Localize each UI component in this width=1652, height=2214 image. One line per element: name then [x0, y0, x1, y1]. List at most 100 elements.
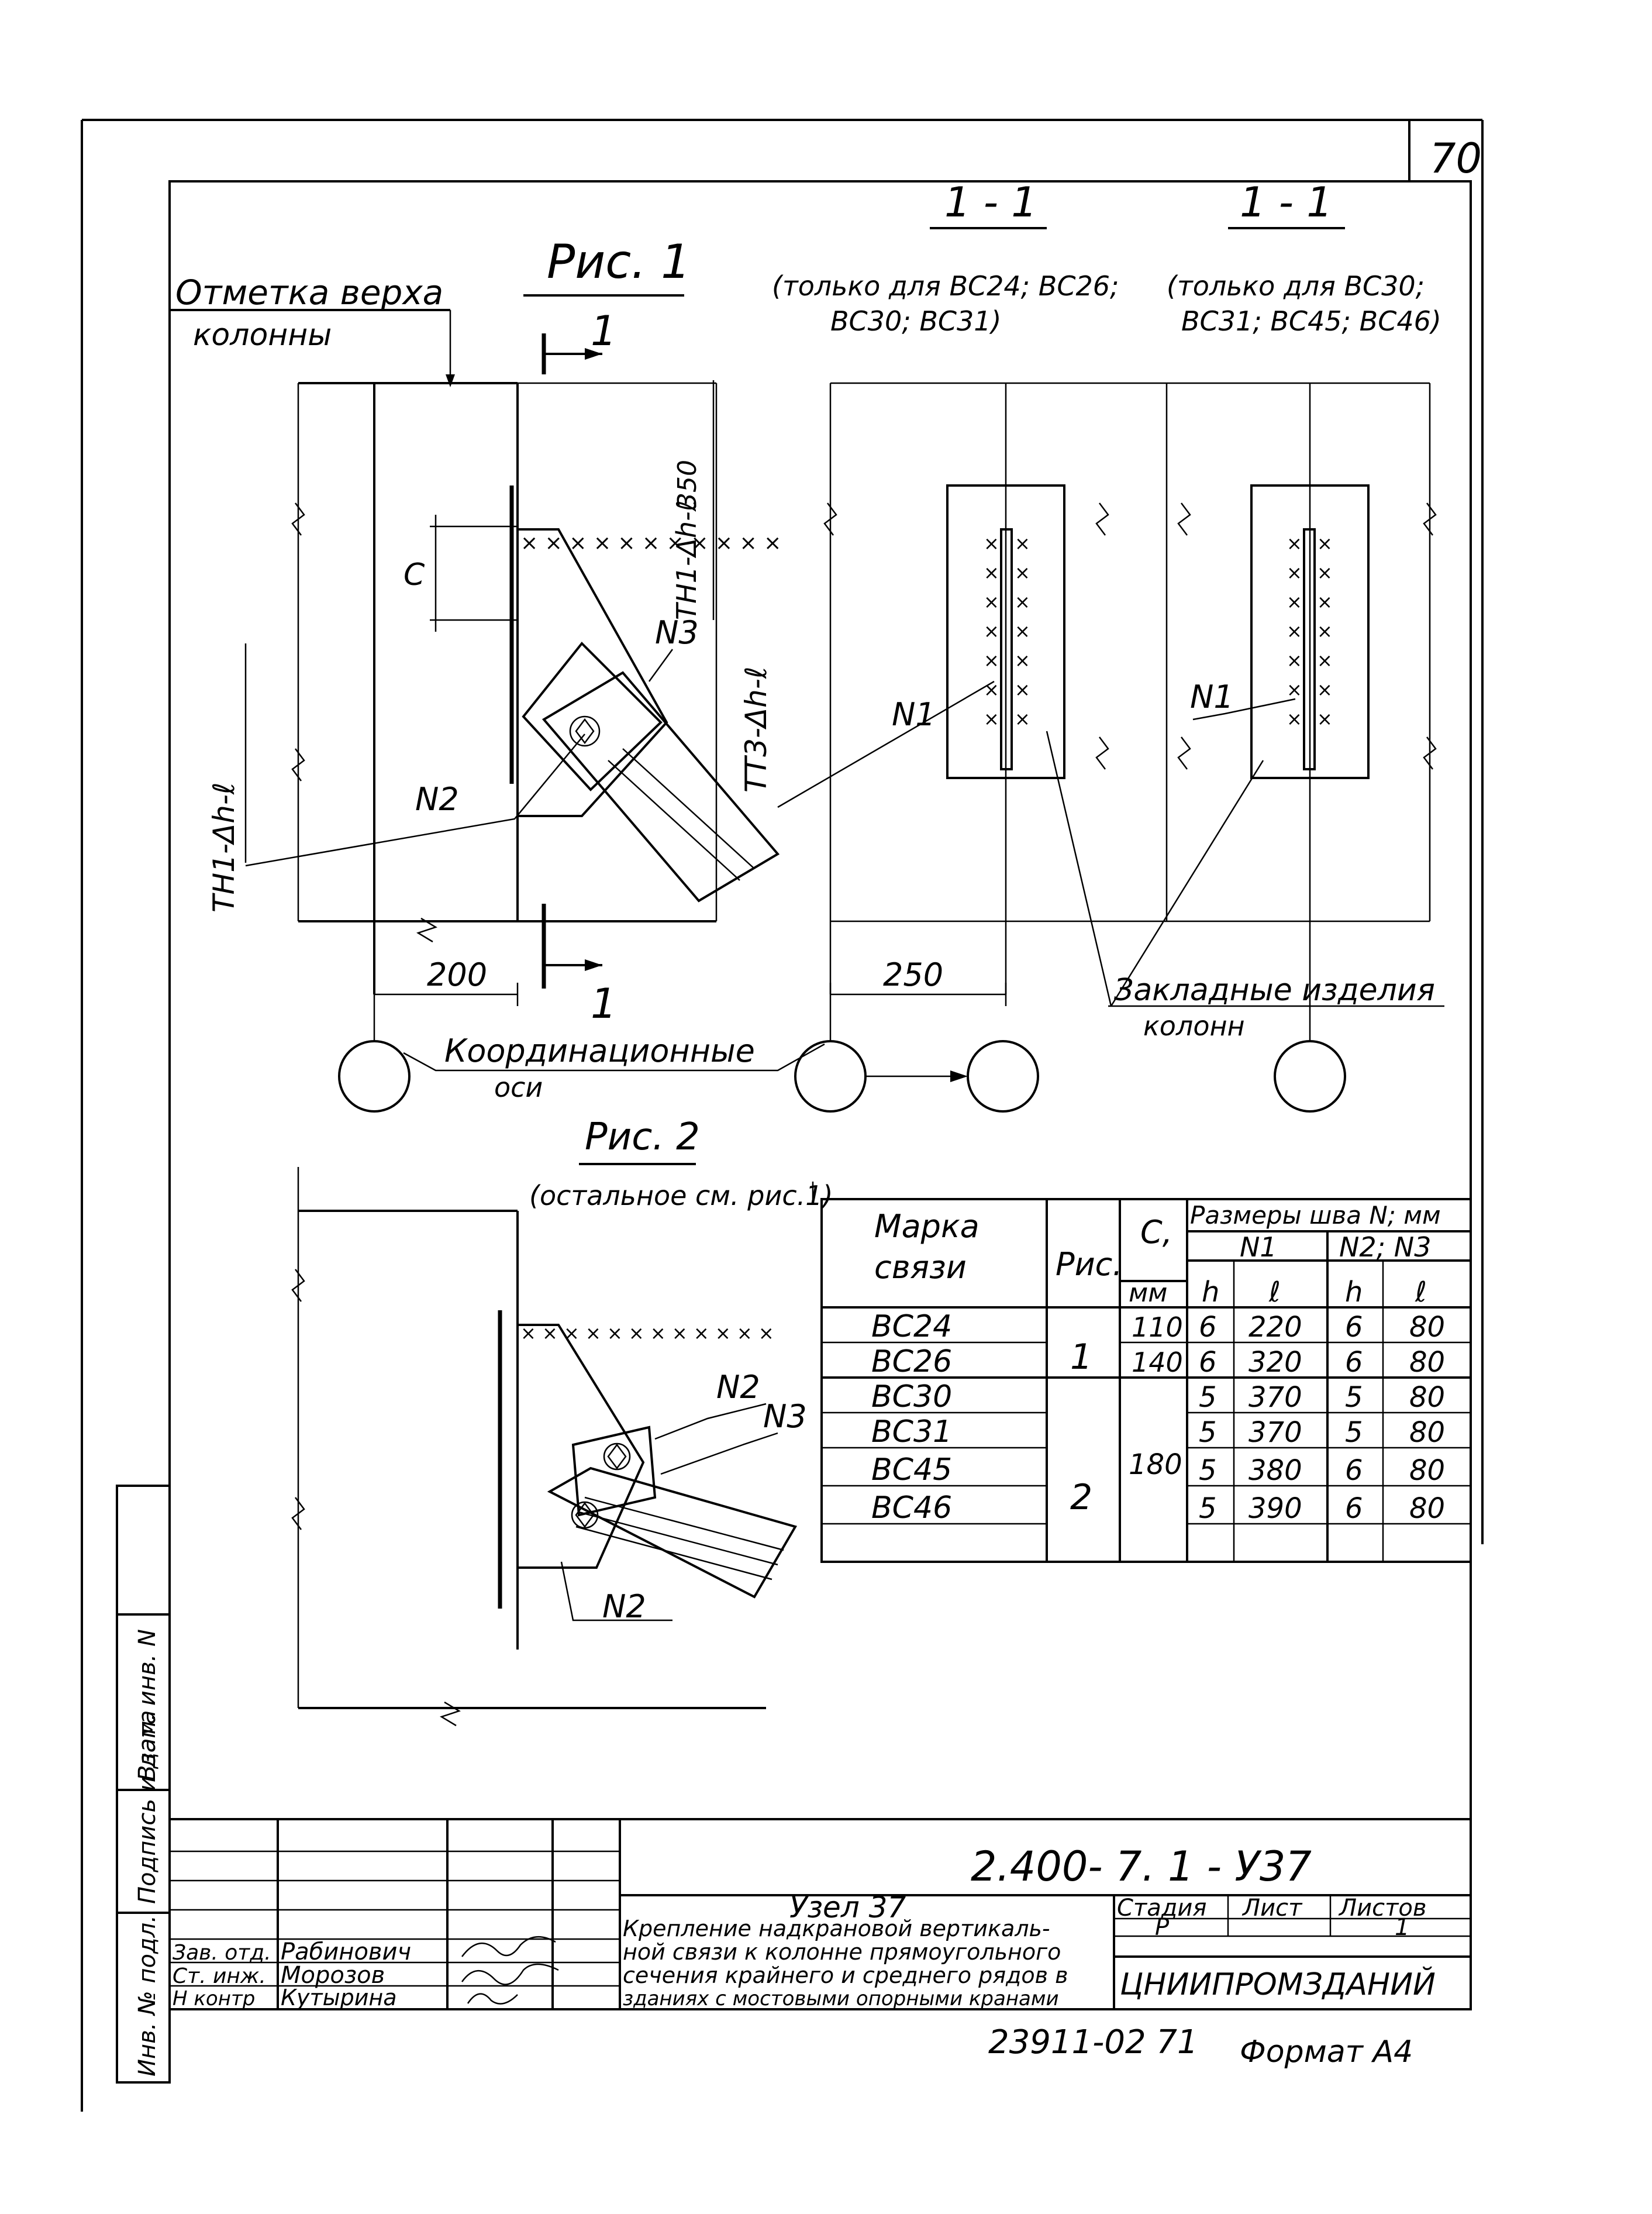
- row-mark: ВС45: [871, 1452, 952, 1488]
- stage-value: Р: [1155, 1914, 1170, 1941]
- fig2-n3: N3: [763, 1398, 807, 1435]
- row-l1: 390: [1249, 1492, 1302, 1525]
- side-stamp-replace-inv: Взам. инв. N: [134, 1629, 161, 1781]
- svg-text:×: ×: [1015, 591, 1030, 613]
- row-h2: 6: [1345, 1311, 1363, 1344]
- role-3: Н контр: [173, 1987, 255, 2010]
- table-header-mark-2: связи: [874, 1249, 967, 1286]
- svg-text:×: ×: [1287, 591, 1302, 613]
- row-l1: 220: [1249, 1311, 1302, 1344]
- fig1-label-top-line1: Отметка верха: [175, 273, 443, 312]
- section2-n1: N1: [1190, 679, 1234, 715]
- sheet-frame: [81, 119, 1484, 2112]
- fig1-dim-c: C: [403, 557, 425, 593]
- fig1-section-mark: 1: [591, 307, 617, 355]
- name-2: Морозов: [281, 1962, 385, 1989]
- table-header-n1: N1: [1240, 1231, 1277, 1263]
- svg-text:×: ×: [1015, 620, 1030, 642]
- row-mark: ВС30: [871, 1379, 952, 1414]
- section2-note-line1: (только для ВС30;: [1167, 270, 1425, 302]
- table-row: ВС24 6 220 6 80: [871, 1309, 1445, 1344]
- fig1-weld-t3-callout: ТТ3-Δh-ℓ: [739, 666, 773, 793]
- table-row: ВС31 5 370 5 80: [871, 1414, 1445, 1449]
- fig1-welds: × × × × × × × × × × ×: [520, 531, 781, 555]
- table-c-bc24: 110: [1132, 1311, 1183, 1343]
- side-stamp-sign-date: Подпись и дата: [134, 1710, 161, 1904]
- fig1-drawing: [170, 294, 825, 1113]
- table-row: ВС45 5 380 6 80: [871, 1452, 1445, 1488]
- table-header-h1: h: [1202, 1276, 1219, 1309]
- section1-note-line1: (только для ВС24; ВС26;: [772, 270, 1119, 302]
- row-l2: 80: [1409, 1381, 1445, 1414]
- embedded-items-line1: Закладные изделия: [1114, 973, 1435, 1008]
- row-h1: 5: [1199, 1492, 1217, 1525]
- coord-axes-line2: оси: [494, 1072, 543, 1103]
- section2-note-line2: ВС31; ВС45; ВС46): [1181, 305, 1441, 337]
- table-rows: ВС24 6 220 6 80 ВС26 6 320 6 80 ВС30 5 3…: [871, 1309, 1445, 1526]
- fig1-label-top-line2: колонны: [193, 318, 332, 353]
- col-sheet: Лист: [1241, 1895, 1303, 1922]
- svg-text:×: ×: [1015, 562, 1030, 584]
- svg-text:×: ×: [984, 591, 999, 613]
- org-name: ЦНИИПРОМЗДАНИЙ: [1120, 1967, 1436, 2002]
- section1-note-line2: ВС30; ВС31): [830, 305, 1002, 337]
- section2-drawing: × × × × × × × × × × × × × ×: [1108, 227, 1444, 1113]
- section1-n1: N1: [892, 696, 936, 733]
- table-fig-group1: 1: [1070, 1337, 1092, 1378]
- svg-text:×: ×: [1015, 679, 1030, 701]
- fig1-n3: N3: [655, 614, 699, 651]
- side-stamp-inv-orig: Инв. № подл.: [134, 1915, 161, 2077]
- format-label: Формат А4: [1240, 2034, 1413, 2070]
- fig2-n2-bottom: N2: [602, 1588, 646, 1625]
- section1-drawing: × × × × × × × × × × × × × ×: [777, 227, 1168, 1113]
- svg-text:×: ×: [1015, 649, 1030, 672]
- svg-text:×: ×: [1015, 708, 1030, 730]
- role-2: Ст. инж.: [173, 1964, 266, 1988]
- row-l1: 320: [1249, 1346, 1302, 1379]
- row-l2: 80: [1409, 1416, 1445, 1449]
- table-header-fig: Рис.: [1056, 1246, 1123, 1283]
- table-header-sizes: Размеры шва N; мм: [1190, 1201, 1441, 1230]
- row-l2: 80: [1409, 1492, 1445, 1525]
- desc-line-2: ной связи к колонне прямоугольного: [623, 1939, 1061, 1965]
- svg-text:×: ×: [1287, 649, 1302, 672]
- svg-text:×: ×: [984, 649, 999, 672]
- fig2-n2-top: N2: [716, 1369, 760, 1406]
- table-row: ВС46 5 390 6 80: [871, 1490, 1445, 1526]
- table-row: ВС26 6 320 6 80: [871, 1344, 1445, 1379]
- svg-text:× × × × × × × × × × × ×: × × × × × × × × × × × ×: [520, 1322, 774, 1344]
- svg-text:×: ×: [1287, 679, 1302, 701]
- desc-line-4: зданиях с мостовыми опорными кранами: [623, 1987, 1059, 2010]
- col-stage: Стадия: [1117, 1895, 1206, 1922]
- fig1-title: Рис. 1: [547, 235, 691, 289]
- section1-title: 1 - 1: [944, 178, 1037, 226]
- svg-text:×: ×: [1317, 620, 1333, 642]
- row-l2: 80: [1409, 1311, 1445, 1344]
- doc-code: 2.400- 7. 1 - У37: [971, 1843, 1312, 1891]
- role-1: Зав. отд.: [173, 1941, 271, 1965]
- coord-axes-line1: Координационные: [444, 1032, 755, 1069]
- table-c-bc26: 140: [1132, 1347, 1183, 1378]
- svg-text:×: ×: [1287, 532, 1302, 555]
- fig2-title: Рис. 2: [585, 1115, 700, 1159]
- table-fig-group2: 2: [1070, 1477, 1092, 1518]
- svg-text:× × × × × × × × × × ×: × × × × × × × × × × ×: [520, 531, 781, 555]
- side-stamp: [116, 1485, 171, 2084]
- svg-text:×: ×: [1317, 591, 1333, 613]
- row-mark: ВС24: [871, 1309, 952, 1344]
- fig1-weld-left-callout: ТН1-Δh-ℓ: [207, 782, 241, 913]
- sheet-number: 70: [1430, 135, 1482, 183]
- row-l1: 370: [1249, 1416, 1302, 1449]
- sheets-value: 1: [1395, 1914, 1409, 1941]
- svg-text:×: ×: [1287, 562, 1302, 584]
- row-mark: ВС46: [871, 1490, 952, 1526]
- table-c-group2: 180: [1129, 1448, 1182, 1481]
- svg-text:×: ×: [984, 562, 999, 584]
- svg-text:×: ×: [1287, 708, 1302, 730]
- table-header-c-1: С,: [1140, 1214, 1172, 1251]
- fig1-n2: N2: [415, 781, 459, 818]
- desc-line-1: Крепление надкрановой вертикаль-: [623, 1916, 1050, 1941]
- row-h2: 6: [1345, 1492, 1363, 1525]
- row-mark: ВС31: [871, 1414, 952, 1449]
